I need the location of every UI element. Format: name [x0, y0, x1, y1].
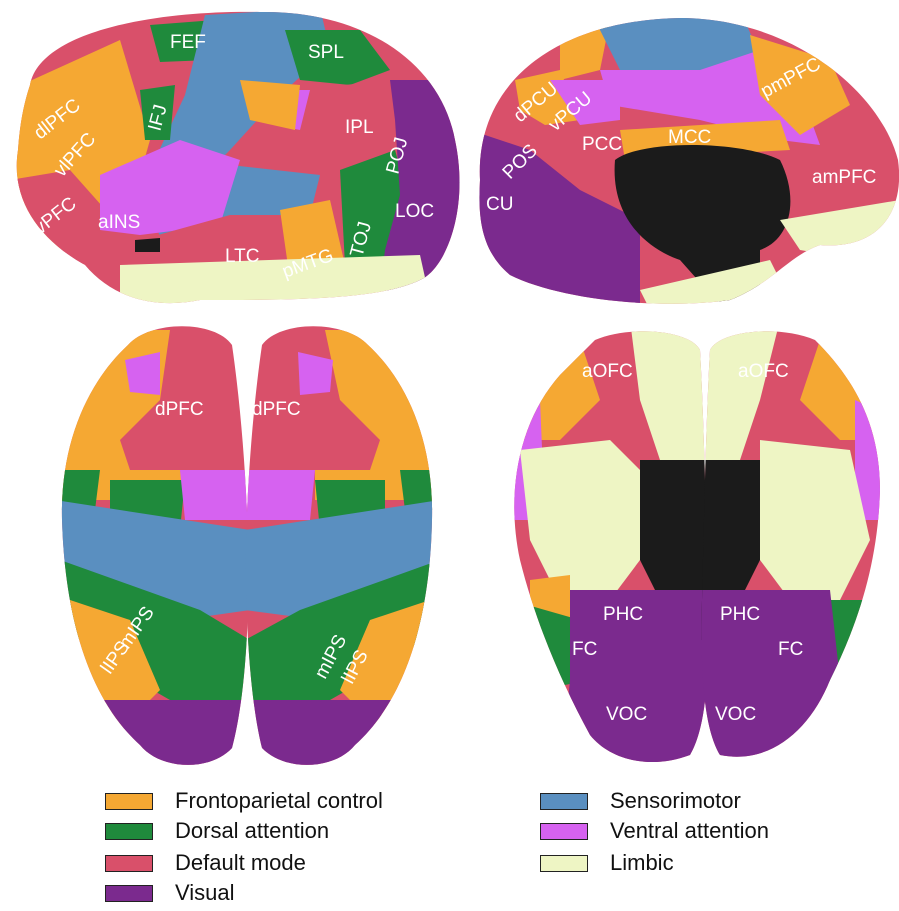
label-FC-right: FC — [778, 639, 803, 660]
legend-item-dorsal: Dorsal attention — [105, 818, 329, 844]
vr-ventral — [855, 400, 899, 520]
label-SPL: SPL — [308, 42, 344, 63]
legend-swatch-limbic — [540, 855, 588, 872]
legend-swatch-dorsal — [105, 823, 153, 840]
legend-label-default: Default mode — [175, 850, 306, 876]
dr-ventral-strip — [245, 470, 315, 520]
legend-label-limbic: Limbic — [610, 850, 674, 876]
legend-label-frontoparietal: Frontoparietal control — [175, 788, 383, 814]
label-dPFC-right: dPFC — [252, 399, 301, 420]
label-amPFC: amPFC — [812, 167, 876, 188]
legend-label-sensorimotor: Sensorimotor — [610, 788, 741, 814]
label-MCC: MCC — [668, 127, 711, 148]
lat-insula-dark — [135, 238, 160, 252]
legend-item-sensorimotor: Sensorimotor — [540, 788, 741, 814]
legend-swatch-frontoparietal — [105, 793, 153, 810]
label-PCC: PCC — [582, 134, 622, 155]
label-VOC-left: VOC — [606, 704, 647, 725]
vr-visual — [695, 590, 840, 780]
label-FEF: FEF — [170, 32, 206, 53]
label-IPL: IPL — [345, 117, 374, 138]
legend-label-ventral: Ventral attention — [610, 818, 769, 844]
legend-item-visual: Visual — [105, 880, 235, 906]
legend-label-dorsal: Dorsal attention — [175, 818, 329, 844]
dr-visual — [245, 700, 440, 780]
network-legend: Frontoparietal control Dorsal attention … — [0, 780, 899, 911]
label-PHC-left: PHC — [603, 604, 643, 625]
dl-visual — [60, 700, 250, 780]
lateral-hemisphere-view: FEF SPL dlPFC IFJ vlPFC IPL POJ vPFC aIN… — [10, 8, 470, 310]
legend-swatch-default — [105, 855, 153, 872]
legend-item-limbic: Limbic — [540, 850, 674, 876]
legend-swatch-ventral — [540, 823, 588, 840]
label-VOC-right: VOC — [715, 704, 756, 725]
label-FC-left: FC — [572, 639, 597, 660]
medial-hemisphere-view: dPCU vPCU pmPFC PCC MCC POS amPFC CU — [470, 10, 899, 310]
ventral-view: aOFC aOFC PHC PHC FC FC VOC VOC — [500, 320, 899, 780]
legend-item-default: Default mode — [105, 850, 306, 876]
legend-swatch-visual — [105, 885, 153, 902]
label-PHC-right: PHC — [720, 604, 760, 625]
legend-label-visual: Visual — [175, 880, 235, 906]
legend-item-ventral: Ventral attention — [540, 818, 769, 844]
brain-figure: FEF SPL dlPFC IFJ vlPFC IPL POJ vPFC aIN… — [0, 0, 899, 780]
legend-swatch-sensorimotor — [540, 793, 588, 810]
label-aOFC-left: aOFC — [582, 361, 633, 382]
label-LTC: LTC — [225, 246, 259, 267]
label-dPFC-left: dPFC — [155, 399, 204, 420]
label-aINS: aINS — [98, 212, 140, 233]
label-CU: CU — [486, 194, 513, 215]
legend-item-frontoparietal: Frontoparietal control — [105, 788, 383, 814]
label-aOFC-right: aOFC — [738, 361, 789, 382]
dl-ventral-strip — [180, 470, 250, 520]
label-LOC: LOC — [395, 201, 434, 222]
dorsal-view: dPFC dPFC mIPS lIPS mIPS lIPS — [55, 326, 440, 780]
